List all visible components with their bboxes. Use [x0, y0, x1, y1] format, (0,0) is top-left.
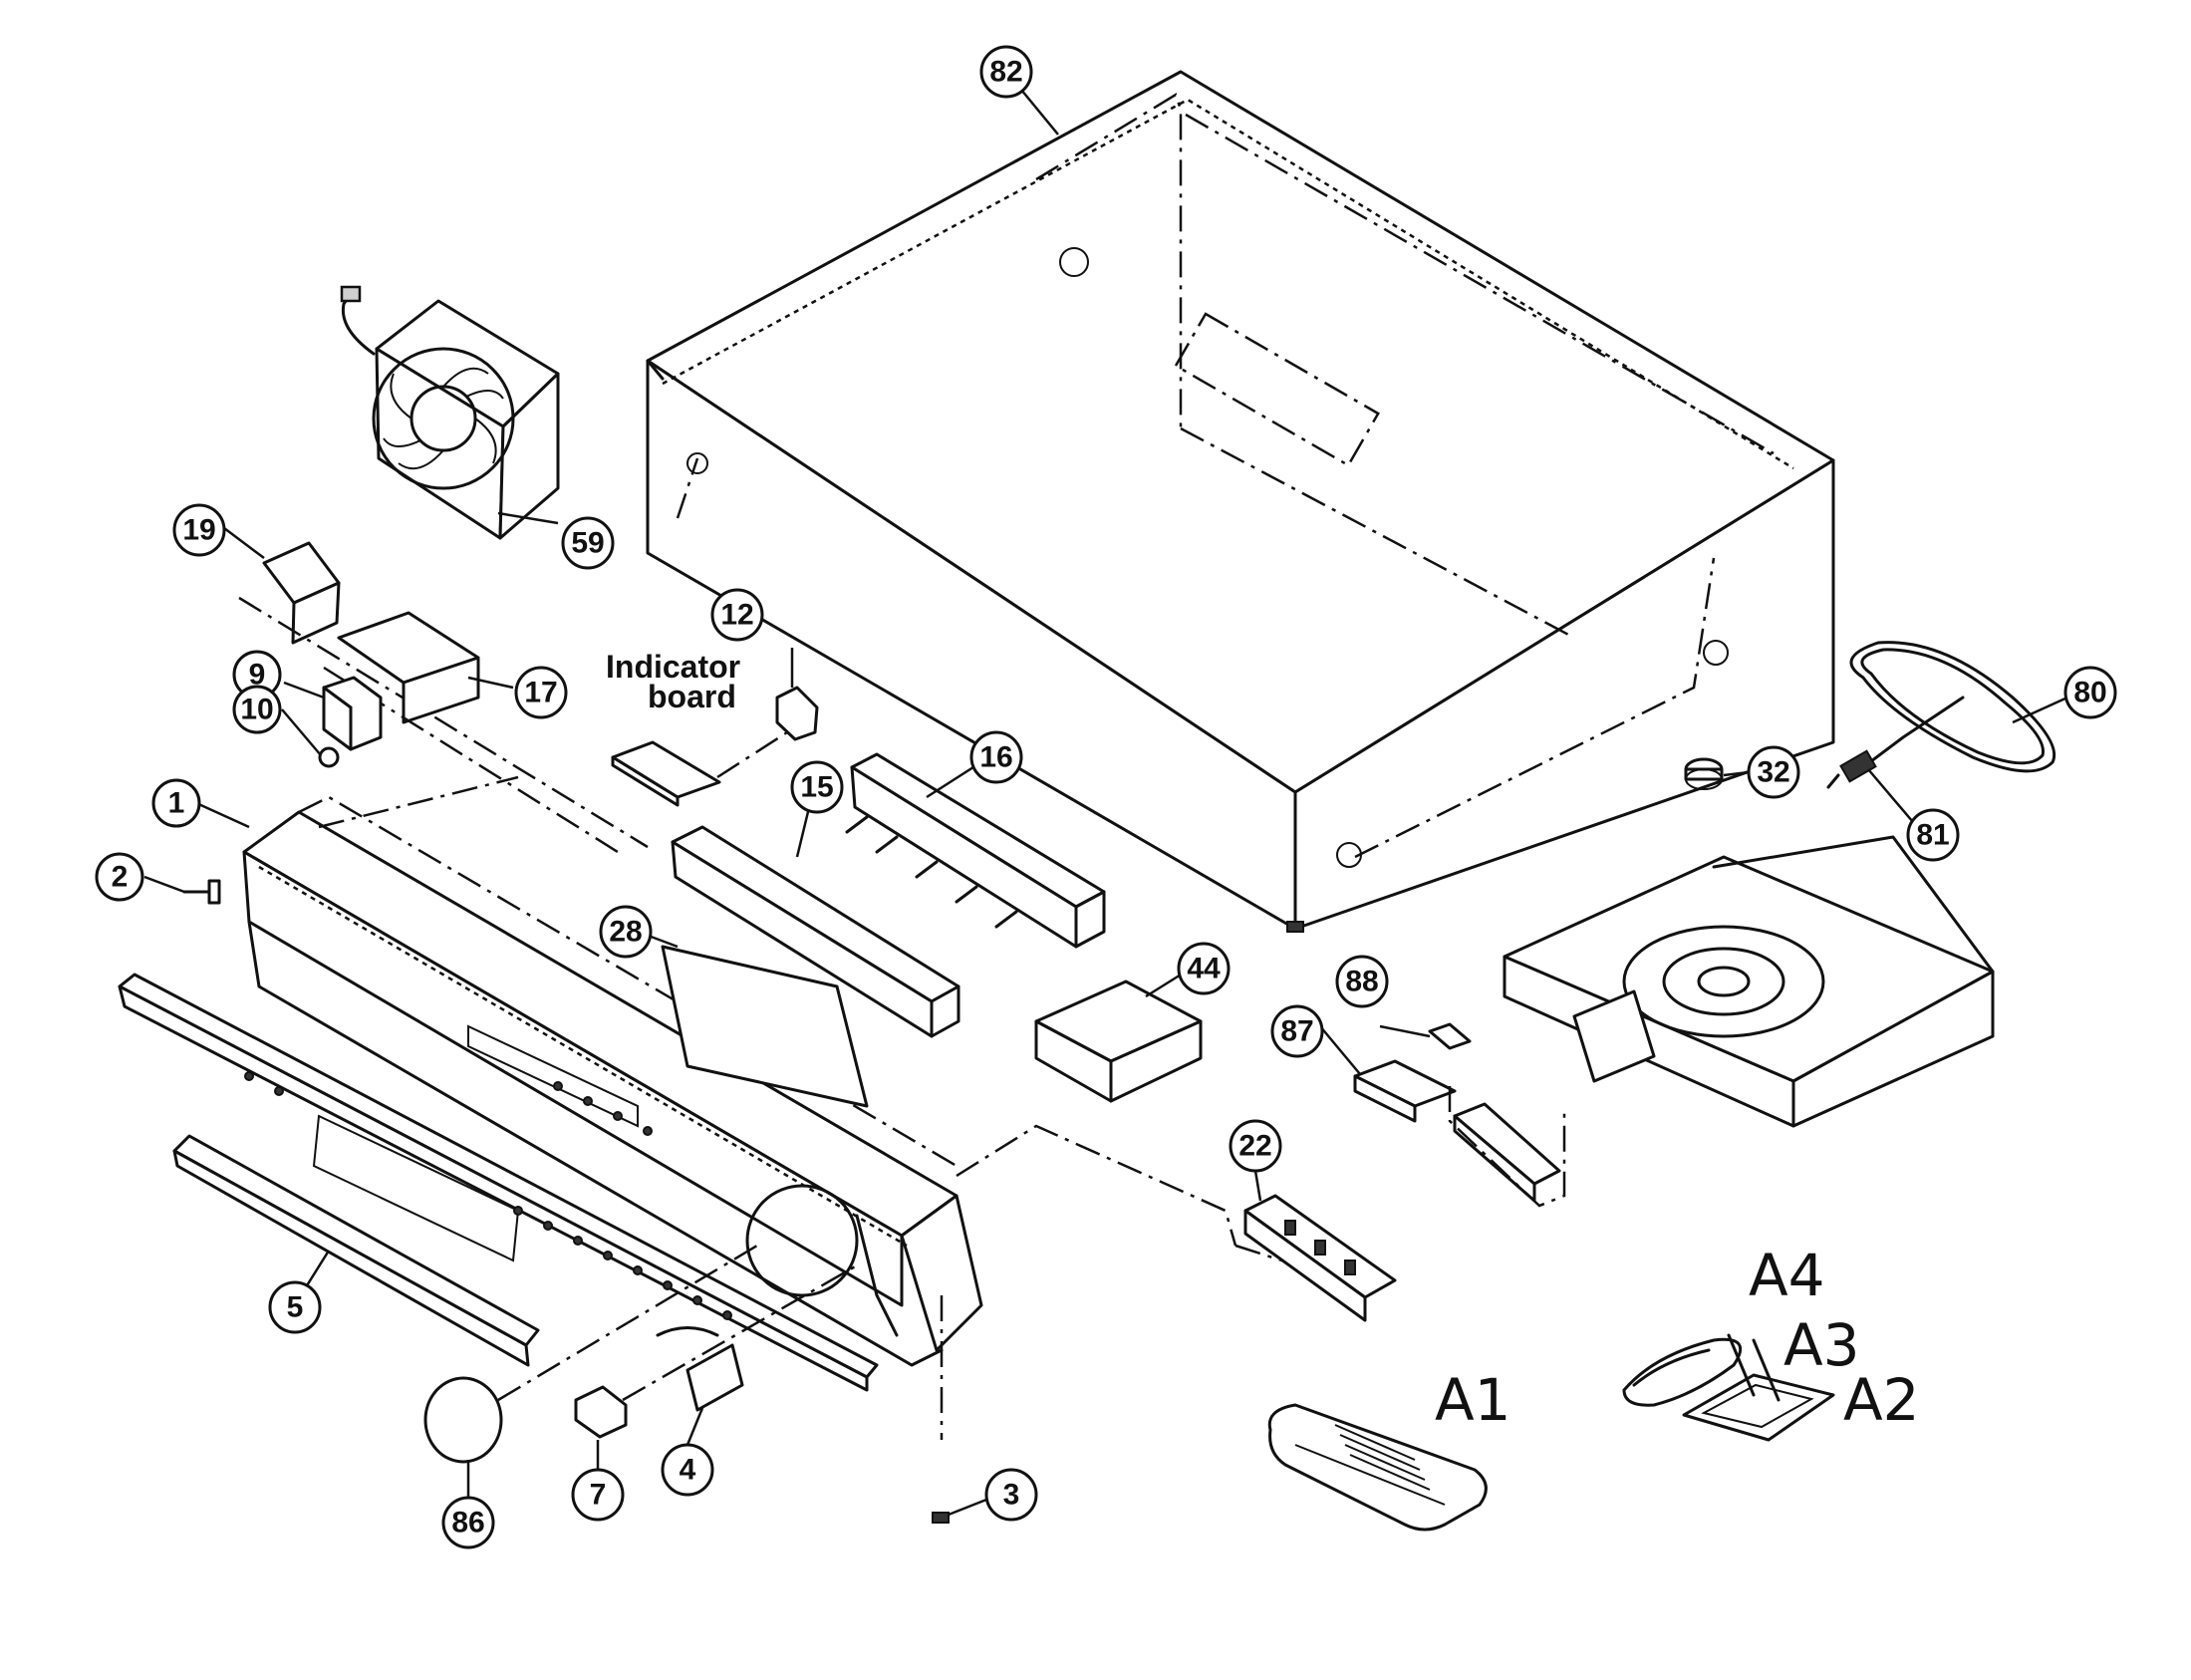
- callout-81-label: 81: [1916, 819, 1949, 852]
- callout-28-label: 28: [609, 916, 642, 949]
- front-panel: [118, 973, 879, 1392]
- callout-44-label: 44: [1187, 953, 1221, 985]
- callout-3: 3: [984, 1468, 1038, 1522]
- callout-87: 87: [1270, 1004, 1324, 1058]
- callout-32: 32: [1747, 745, 1800, 799]
- screw-2: [182, 879, 221, 905]
- callout-82: 82: [979, 45, 1033, 99]
- plate-4: [656, 1326, 744, 1412]
- callout-15-label: 15: [800, 771, 833, 804]
- front-chassis: [242, 775, 1376, 1440]
- callout-17: 17: [514, 666, 568, 719]
- tray-guide: [1448, 1086, 1566, 1208]
- bracket-19: [238, 541, 649, 849]
- module-44: [1034, 980, 1203, 1103]
- callout-5-label: 5: [287, 1291, 304, 1324]
- board-22: [1243, 1194, 1397, 1322]
- accessory-label-a3: A3: [1783, 1311, 1860, 1379]
- accessory-label-a1: A1: [1435, 1366, 1511, 1434]
- callout-9-label: 9: [249, 659, 266, 692]
- callout-88: 88: [1335, 955, 1389, 1008]
- part-10: [318, 746, 340, 768]
- remote-control: [1267, 1403, 1488, 1532]
- callout-88-label: 88: [1345, 966, 1378, 998]
- callout-1-label: 1: [168, 787, 185, 820]
- callout-59: 59: [561, 516, 615, 570]
- callout-28: 28: [599, 905, 653, 959]
- callout-86-label: 86: [451, 1507, 484, 1540]
- bracket-15: [671, 825, 960, 1038]
- leader-lines: [143, 89, 2068, 1517]
- foot-3: [932, 1512, 950, 1524]
- callout-16-label: 16: [979, 741, 1012, 774]
- callout-22-label: 22: [1238, 1130, 1271, 1163]
- callout-15: 15: [790, 760, 844, 814]
- callout-81: 81: [1906, 808, 1960, 862]
- dvd-loader: [1503, 835, 1995, 1128]
- callout-19: 19: [172, 503, 226, 557]
- callout-80: 80: [2063, 666, 2117, 719]
- callout-59-label: 59: [571, 527, 604, 560]
- part-88: [1428, 1022, 1472, 1050]
- callout-10: 10: [232, 685, 282, 734]
- power-cord: [1826, 641, 2056, 789]
- callout-4: 4: [661, 1443, 714, 1497]
- callout-12-label: 12: [720, 599, 753, 632]
- part-12: [775, 686, 819, 741]
- callout-86: 86: [441, 1496, 495, 1549]
- bracket-16: [845, 752, 1106, 949]
- accessories: [1622, 1333, 1835, 1442]
- part-9: [322, 676, 383, 751]
- callout-82-label: 82: [989, 56, 1022, 89]
- accessory-label-a2: A2: [1843, 1366, 1920, 1434]
- callout-17-label: 17: [524, 677, 557, 709]
- callout-32-label: 32: [1757, 756, 1789, 789]
- cooling-fan: [340, 285, 560, 540]
- callout-1: 1: [151, 778, 201, 828]
- callout-5: 5: [268, 1280, 322, 1334]
- callout-10-label: 10: [240, 694, 273, 726]
- callout-4-label: 4: [680, 1454, 696, 1487]
- foot-32: [1684, 757, 1724, 790]
- part-87: [1353, 1059, 1457, 1123]
- knob-86: [423, 1244, 758, 1464]
- display-window: [661, 945, 869, 1108]
- callout-44: 44: [1177, 942, 1231, 995]
- callout-16: 16: [969, 730, 1023, 784]
- callout-87-label: 87: [1280, 1015, 1313, 1048]
- indicator-board-label-line2: board: [648, 679, 736, 714]
- callout-2-label: 2: [112, 861, 129, 894]
- accessory-label-a4: A4: [1749, 1242, 1825, 1309]
- callout-80-label: 80: [2073, 677, 2106, 709]
- callout-7-label: 7: [590, 1479, 607, 1512]
- callout-7: 7: [571, 1468, 625, 1522]
- top-cover: [646, 70, 1835, 933]
- button-7: [574, 1263, 858, 1439]
- callout-12: 12: [710, 588, 764, 642]
- indicator-board-label-line1: Indicator: [606, 649, 740, 685]
- callout-2: 2: [95, 852, 144, 902]
- callout-22: 22: [1229, 1119, 1282, 1173]
- indicator-board-part: [611, 730, 788, 807]
- callout-3-label: 3: [1003, 1479, 1020, 1512]
- callout-19-label: 19: [182, 514, 215, 547]
